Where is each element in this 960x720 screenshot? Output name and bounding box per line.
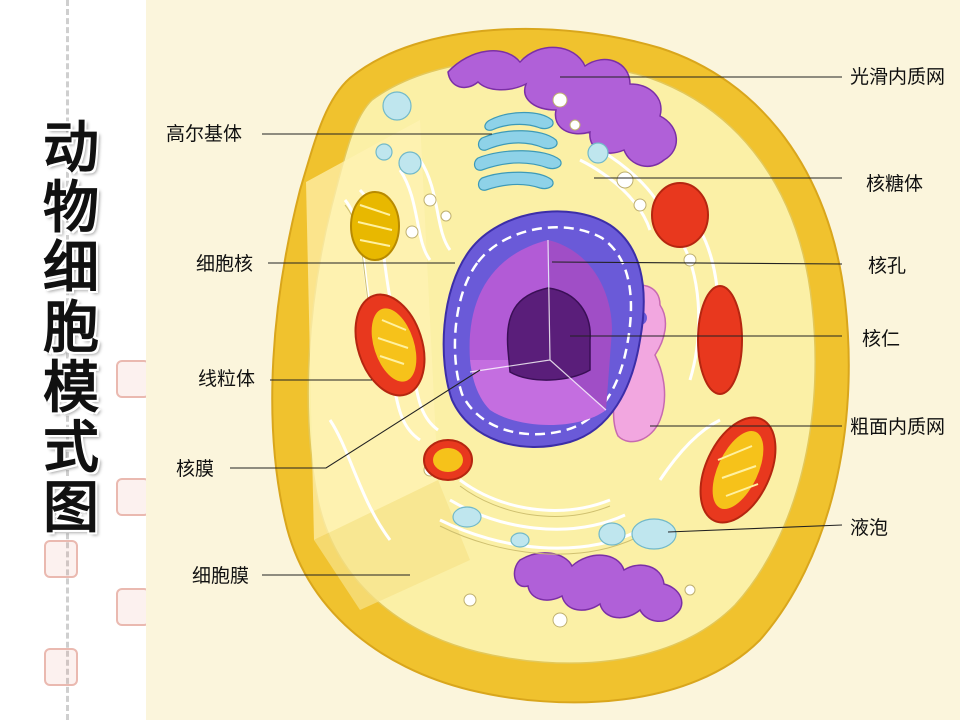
mitochondrion	[651, 182, 709, 248]
nucleoplasm-shape	[470, 360, 606, 425]
mitochondrion-cristae	[717, 445, 759, 497]
dashed-divider	[66, 0, 69, 720]
left-title-panel: 动物细胞模式图	[0, 0, 150, 720]
label-rough-er: 粗面内质网	[850, 416, 945, 438]
leader-vacuole	[667, 524, 843, 533]
label-nucleolus: 核仁	[862, 328, 900, 350]
smooth-er-bottom	[513, 552, 683, 622]
vacuole	[510, 532, 530, 548]
labels: 光滑内质网 高尔基体 核糖体 细胞核 核孔 核仁 线粒体 粗面内质网 核膜 液泡…	[166, 66, 945, 587]
vesicle	[423, 193, 437, 207]
cutaway-face	[314, 480, 470, 610]
leader-lines	[230, 76, 843, 576]
page-title: 动物细胞模式图	[43, 115, 99, 541]
vacuoles	[375, 91, 677, 550]
label-nuclear-pore: 核孔	[868, 255, 906, 277]
vesicle	[440, 210, 452, 222]
vacuole	[631, 518, 677, 550]
label-smooth-er: 光滑内质网	[850, 66, 945, 88]
golgi-apparatus	[473, 111, 562, 191]
mitochondrion-outer	[651, 182, 709, 248]
mitochondrion	[354, 293, 426, 397]
vesicle	[405, 225, 419, 239]
mitochondrion-inner	[712, 431, 764, 509]
label-nuclear-envelope: 核膜	[176, 458, 214, 480]
golgi-cisterna	[484, 111, 554, 131]
label-vacuole: 液泡	[850, 517, 888, 539]
label-mitochondria: 线粒体	[198, 368, 255, 390]
mitochondrion-inner	[371, 308, 417, 382]
golgi-cisterna	[477, 171, 554, 191]
leader-nuclear-envelope	[230, 369, 481, 469]
smooth-er-shape	[513, 552, 683, 622]
vesicle	[684, 584, 696, 596]
vesicle	[683, 253, 697, 267]
seal-stamp	[116, 588, 150, 626]
seal-stamp	[44, 648, 78, 686]
er-strand	[658, 418, 721, 481]
vacuole	[382, 91, 412, 121]
vesicle	[616, 171, 634, 189]
vesicle	[463, 593, 477, 607]
vacuole	[375, 143, 393, 161]
vacuole	[598, 522, 626, 546]
mitochondrion-cristae	[357, 204, 393, 247]
vacuole	[398, 151, 422, 175]
leader-nuclear-pore	[551, 261, 843, 265]
vesicle	[633, 198, 647, 212]
label-cell-membrane: 细胞膜	[192, 565, 249, 587]
golgi-cisterna	[477, 130, 558, 151]
mitochondrion-cristae	[377, 319, 409, 365]
seal-stamp	[44, 540, 78, 578]
nucleolus-shape	[506, 287, 591, 381]
golgi-cisterna	[473, 150, 562, 171]
nucleus	[442, 210, 645, 448]
vesicle	[552, 612, 568, 628]
er-strand	[328, 419, 392, 541]
vesicles	[405, 92, 697, 628]
vacuole	[587, 142, 609, 164]
label-nucleus: 细胞核	[196, 253, 253, 275]
er-strand	[439, 525, 641, 555]
mitochondrion	[350, 191, 400, 261]
mitochondria-group	[350, 182, 777, 524]
label-ribosome: 核糖体	[866, 173, 923, 195]
mitochondrion-inner	[433, 448, 463, 472]
vesicle	[569, 119, 581, 131]
mitochondrion	[423, 439, 473, 481]
label-golgi: 高尔基体	[166, 123, 242, 145]
mitochondrion-outer	[697, 285, 743, 395]
vacuole	[452, 506, 482, 528]
seal-stamp	[116, 360, 150, 398]
er-strand	[579, 158, 652, 231]
mitochondrion	[697, 285, 743, 395]
er-strand	[678, 239, 701, 381]
vesicle	[552, 92, 568, 108]
er-strand	[459, 478, 611, 512]
er-strand	[418, 159, 452, 251]
er-strand	[459, 485, 611, 517]
nuclear-envelope-ring	[453, 226, 633, 436]
nucleus-cut-edge	[469, 239, 607, 411]
mitochondrion	[699, 416, 777, 524]
er-strand	[398, 169, 432, 261]
